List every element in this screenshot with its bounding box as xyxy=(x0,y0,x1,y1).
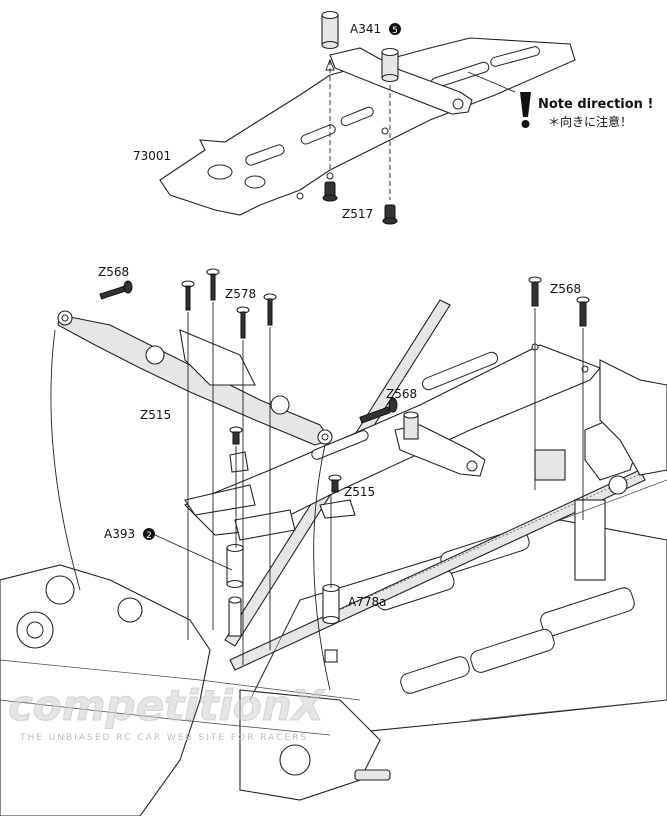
label-z515-left: Z515 xyxy=(140,408,171,422)
label-a393: A393 xyxy=(104,527,135,541)
qty-badge-a341: 5 xyxy=(389,23,401,36)
label-z568-right: Z568 xyxy=(550,282,581,296)
label-z568-left: Z568 xyxy=(98,265,129,279)
label-73001: 73001 xyxy=(133,149,171,163)
watermark-subtitle: THE UNBIASED RC CAR WEB SITE FOR RACERS xyxy=(19,733,308,743)
background-linework xyxy=(0,479,667,736)
screws-z578 xyxy=(181,268,277,339)
screw-z517-right xyxy=(382,204,398,225)
upper-deck-plate-lower xyxy=(184,343,601,536)
svg-text:A341: A341 xyxy=(350,22,381,36)
watermark-text: competitionX xyxy=(8,681,327,730)
label-a341: A341 xyxy=(350,22,381,36)
spacer-a393 xyxy=(226,543,244,637)
label-note-direction: Note direction ! xyxy=(538,97,653,112)
post-right xyxy=(381,47,399,83)
spacer-a778a xyxy=(322,583,340,663)
right-suspension-tower xyxy=(534,359,667,581)
part-labels: A341 5 Note direction ! ＊向きに注意！ 73001 Z5… xyxy=(98,22,653,609)
screw-z568-left xyxy=(99,280,133,300)
screw-z515-left xyxy=(229,426,243,445)
qty-a341: 5 xyxy=(392,26,398,36)
screw-z568-mid xyxy=(359,397,398,424)
upper-deck-plate-73001 xyxy=(159,37,576,216)
warning-exclamation-icon xyxy=(520,92,531,128)
steering-link xyxy=(57,310,333,446)
label-z517: Z517 xyxy=(342,207,373,221)
qty-badge-a393: 2 xyxy=(143,528,155,541)
screws-z568-right xyxy=(528,276,590,327)
qty-a393: 2 xyxy=(146,531,152,541)
guide-lines xyxy=(50,302,584,691)
post-left xyxy=(321,10,339,50)
bracket-plates xyxy=(184,451,356,541)
brace-bar-lower xyxy=(394,411,486,477)
screw-z515-mid xyxy=(328,474,342,493)
label-z568-mid: Z568 xyxy=(386,387,417,401)
front-hub-assembly xyxy=(0,564,391,816)
brace-bar-a341 xyxy=(321,10,516,200)
screw-z517-left xyxy=(322,181,338,202)
label-a778a: A778a xyxy=(348,595,386,609)
watermark-logo: competitionX THE UNBIASED RC CAR WEB SIT… xyxy=(8,681,328,744)
label-z515-mid: Z515 xyxy=(344,485,375,499)
label-note-jp: ＊向きに注意！ xyxy=(548,114,632,129)
label-z578: Z578 xyxy=(225,287,256,301)
